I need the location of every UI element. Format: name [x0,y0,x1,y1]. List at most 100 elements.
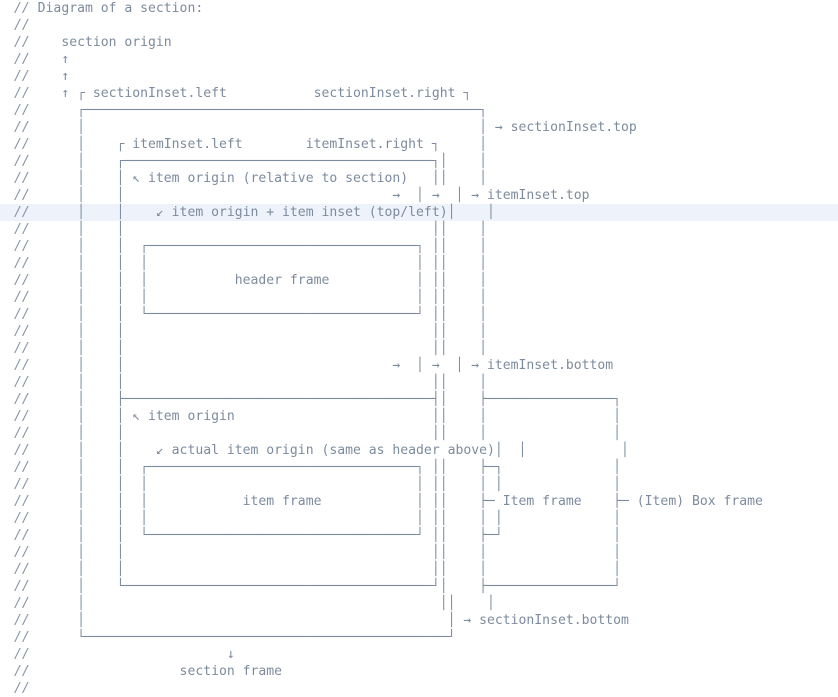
comment-text: │ ┌ itemInset.left itemInset.right ┐ │ [29,137,488,152]
code-line-current[interactable]: // │ │ ↙ item origin + item inset (top/l… [0,204,838,221]
comment-marker: // [14,341,30,356]
comment-marker: // [14,154,30,169]
comment-marker: // [14,426,30,441]
comment-text: │ │ ││ │ [29,341,488,356]
code-line[interactable]: // │ │ │ │ ││ │ │ │ [0,476,838,493]
comment-text: │ │ │ │ ││ │ │ │ [29,511,622,526]
comment-text: │ │ ││ │ [29,375,488,390]
comment-text: │ │ ││ │ [29,222,488,237]
code-line[interactable]: // │ │ ↖ item origin (relative to sectio… [0,170,838,187]
code-line[interactable]: // │ │ → sectionInset.bottom [0,612,838,629]
comment-text: │ │ ││ │ │ [29,545,622,560]
code-line[interactable]: // ↑ ┌ sectionInset.left sectionInset.ri… [0,85,838,102]
code-line[interactable]: // │ │ → │ → │ → itemInset.top [0,187,838,204]
comment-text: │ │ ┌──────────────────────────────────┐… [29,460,622,475]
code-line[interactable]: // Diagram of a section: [0,0,838,17]
code-line[interactable]: // │ │ ↖ item origin ││ │ │ [0,408,838,425]
code-line[interactable]: // │ │ ││ │ [0,374,838,391]
comment-text: │ │ ↖ item origin ││ │ │ [29,409,622,424]
comment-marker: // [14,630,30,645]
comment-marker: // [14,579,30,594]
code-line[interactable]: // │ │ ┌────────────────────────────────… [0,238,838,255]
comment-marker: // [14,494,30,509]
comment-text: └───────────────────────────────────────… [29,630,456,645]
code-line[interactable]: // │ │ → sectionInset.top [0,119,838,136]
code-line[interactable]: // ↓ [0,646,838,663]
comment-text: │ │ ││ │ │ [29,562,622,577]
code-line[interactable]: // │ │ │ item frame │ ││ ├─ Item frame ├… [0,493,838,510]
code-line[interactable]: // │ ││ │ [0,595,838,612]
comment-marker: // [14,477,30,492]
comment-marker: // [14,409,30,424]
comment-text: │ │ → sectionInset.bottom [29,613,629,628]
comment-text: │ │ │ │ ││ │ [29,290,488,305]
code-line[interactable]: // └────────────────────────────────────… [0,629,838,646]
code-line[interactable]: // │ │ ││ │ │ [0,544,838,561]
comment-marker: // [14,18,30,33]
comment-marker: // [14,460,30,475]
comment-text: section frame [29,664,283,679]
comment-text: │ ││ │ [29,596,495,611]
comment-text: │ │ ↙ item origin + item inset (top/left… [29,205,495,220]
code-line[interactable]: // │ ├──────────────────────────────────… [0,391,838,408]
comment-text: │ │ → sectionInset.top [29,120,637,135]
comment-marker: // [14,222,30,237]
comment-text: │ │ → │ → │ → itemInset.top [29,188,590,203]
comment-text: │ │ │ │ ││ │ [29,256,488,271]
code-line[interactable]: // │ │ ││ │ │ [0,425,838,442]
code-line[interactable]: // │ ┌ itemInset.left itemInset.right ┐ … [0,136,838,153]
comment-text: │ │ ↙ actual item origin (same as header… [29,443,629,458]
comment-text: ┌───────────────────────────────────────… [29,103,488,118]
comment-text: │ │ └──────────────────────────────────┘… [29,307,488,322]
comment-text: │ │ │ │ ││ │ │ │ [29,477,622,492]
comment-text: │ │ ┌──────────────────────────────────┐… [29,239,488,254]
code-line[interactable]: // │ │ │ header frame │ ││ │ [0,272,838,289]
comment-marker: // [14,69,30,84]
code-line[interactable]: // │ └──────────────────────────────────… [0,578,838,595]
code-line[interactable]: // [0,17,838,34]
comment-marker: // [14,1,30,16]
code-line[interactable]: // │ │ ││ │ [0,221,838,238]
comment-text: ↑ [29,52,70,67]
code-line[interactable]: // │ │ │ │ ││ │ [0,289,838,306]
code-line[interactable]: // │ │ ↙ actual item origin (same as hea… [0,442,838,459]
comment-marker: // [14,171,30,186]
code-line[interactable]: // │ │ ││ │ │ [0,561,838,578]
code-line[interactable]: // ↑ [0,68,838,85]
comment-text: │ │ ││ │ │ [29,426,622,441]
comment-marker: // [14,375,30,390]
comment-marker: // [14,511,30,526]
comment-marker: // [14,239,30,254]
comment-marker: // [14,358,30,373]
comment-marker: // [14,545,30,560]
code-line[interactable]: // ↑ [0,51,838,68]
code-line[interactable]: // ┌────────────────────────────────────… [0,102,838,119]
code-line[interactable]: // section frame [0,663,838,680]
code-line[interactable]: // │ ┌──────────────────────────────────… [0,153,838,170]
comment-text: │ │ └──────────────────────────────────┘… [29,528,622,543]
code-line[interactable]: // │ │ │ │ ││ │ [0,255,838,272]
comment-marker: // [14,205,30,220]
comment-marker: // [14,256,30,271]
comment-text: section origin [29,35,172,50]
code-line[interactable]: // │ │ └────────────────────────────────… [0,527,838,544]
code-line[interactable]: // section origin [0,34,838,51]
comment-text: ↑ ┌ sectionInset.left sectionInset.right… [29,86,472,101]
code-line[interactable]: // │ │ ││ │ [0,323,838,340]
code-line[interactable]: // [0,680,838,697]
comment-marker: // [14,562,30,577]
comment-text: │ ┌─────────────────────────────────────… [29,154,488,169]
code-line[interactable]: // │ │ ││ │ [0,340,838,357]
comment-marker: // [14,103,30,118]
code-line[interactable]: // │ │ │ │ ││ │ │ │ [0,510,838,527]
code-line[interactable]: // │ │ └────────────────────────────────… [0,306,838,323]
comment-marker: // [14,120,30,135]
comment-marker: // [14,273,30,288]
comment-text: │ │ │ item frame │ ││ ├─ Item frame ├─ (… [29,494,763,509]
code-line[interactable]: // │ │ ┌────────────────────────────────… [0,459,838,476]
code-line[interactable]: // │ │ → │ → │ → itemInset.bottom [0,357,838,374]
comment-text: ↑ [29,69,70,84]
comment-marker: // [14,443,30,458]
